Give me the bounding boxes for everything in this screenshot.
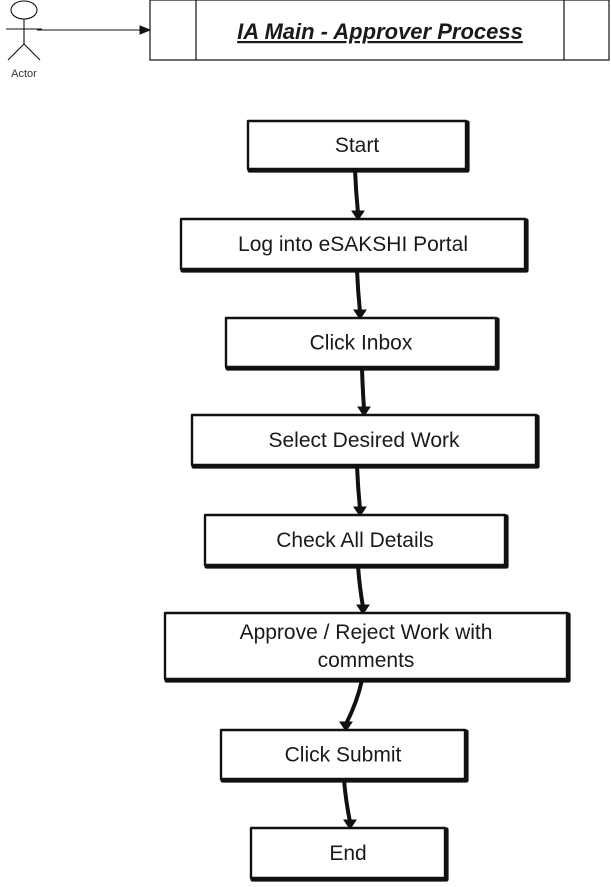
flow-step-box xyxy=(179,217,527,271)
process-header-box xyxy=(149,0,610,61)
process-header: IA Main - Approver Process xyxy=(149,0,610,61)
flow-step-label: Select Desired Work xyxy=(268,429,460,452)
flow-arrow-line xyxy=(356,564,365,609)
flow-step: Click Inbox xyxy=(224,316,500,371)
flow-step: Approve / Reject Work with comments xyxy=(163,611,571,683)
flow-step: Log into eSAKSHI Portal xyxy=(179,217,529,273)
flow-arrow xyxy=(339,678,364,732)
flow-arrows xyxy=(339,168,371,830)
flow-step-box xyxy=(224,316,498,369)
flow-arrow-line xyxy=(355,268,362,314)
flow-step: Check All Details xyxy=(203,513,509,569)
flow-arrow xyxy=(353,464,367,517)
actor-figure: Actor xyxy=(6,0,42,80)
flow-arrow-head xyxy=(357,406,371,417)
flow-step: Click Submit xyxy=(219,728,469,783)
flow-arrow xyxy=(357,366,371,417)
actor-label: Actor xyxy=(11,68,37,80)
flow-step-label: Start xyxy=(335,134,380,157)
flow-step-box xyxy=(190,413,538,467)
flow-step-label: Click Submit xyxy=(285,744,402,767)
actor-left-leg xyxy=(7,43,25,61)
flow-step-label: Check All Details xyxy=(276,529,434,552)
flow-arrow-line xyxy=(342,778,352,824)
flow-arrow-line xyxy=(360,366,366,411)
flow-step-label: Approve / Reject Work with xyxy=(240,621,493,644)
flow-arrow-head xyxy=(351,210,365,221)
flow-arrow-head xyxy=(353,506,367,517)
flow-step: End xyxy=(249,826,449,882)
flow-step-box xyxy=(203,513,507,567)
actor-association-arrow xyxy=(37,25,152,35)
flow-arrow-line xyxy=(344,678,364,726)
actor-right-leg xyxy=(23,43,41,61)
flow-step-box xyxy=(163,611,569,681)
flow-arrow-line xyxy=(353,168,360,215)
flow-step-label: End xyxy=(329,842,366,865)
flow-arrow-head xyxy=(356,604,370,615)
flow-arrow xyxy=(356,564,370,615)
actor-head xyxy=(10,0,38,20)
flow-step-label: comments xyxy=(318,649,415,672)
flow-step-label: Log into eSAKSHI Portal xyxy=(238,233,468,256)
process-title: IA Main - Approver Process xyxy=(237,19,523,44)
flow-step: Select Desired Work xyxy=(190,413,540,469)
flow-arrow xyxy=(351,168,365,221)
flow-step-label: Click Inbox xyxy=(310,332,413,355)
flow-arrow-head xyxy=(353,309,367,320)
flow-arrow-head xyxy=(339,721,353,732)
flow-arrow-head xyxy=(343,819,357,830)
flow-arrow xyxy=(353,268,367,320)
flow-step-box xyxy=(246,119,468,171)
flow-arrow xyxy=(342,778,357,830)
flow-step-box xyxy=(219,728,467,781)
flow-arrow-line xyxy=(355,464,362,511)
flow-step-box xyxy=(249,826,447,880)
flow-step: Start xyxy=(246,119,470,173)
